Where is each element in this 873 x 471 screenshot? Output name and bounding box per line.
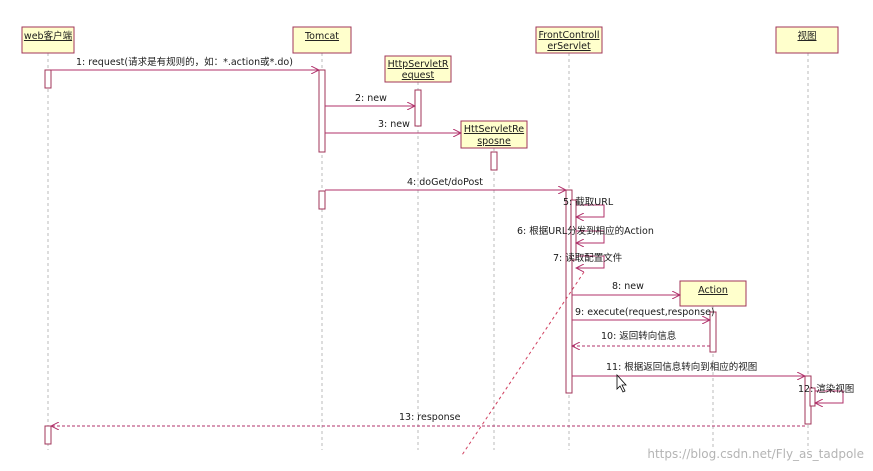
participant-fc-label-2: erServlet (547, 41, 591, 52)
participant-view: 视图 (775, 26, 839, 54)
diagonal-dashed-line (461, 271, 585, 456)
message-9-label: 9: execute(request,response) (575, 307, 715, 318)
participant-tomcat-label: Tomcat (304, 31, 339, 42)
activation-tomcat-2 (318, 190, 326, 210)
messages (51, 70, 844, 456)
activations (44, 69, 816, 445)
participant-action: Action (679, 280, 747, 307)
participant-response-label-1: HttServletRe (464, 124, 524, 135)
participant-response-label-2: sposne (477, 136, 511, 147)
participant-front-controller: FrontControll erServlet (535, 26, 603, 54)
participant-client-label: web客户端 (24, 30, 73, 42)
message-2-label: 2: new (355, 93, 387, 104)
message-labels: 1: request(请求是有规则的，如：*.action或*.do) 2: n… (76, 56, 854, 423)
lifelines (47, 53, 809, 450)
message-8-label: 8: new (612, 281, 644, 292)
participant-request-label-1: HttpServletR (388, 59, 449, 70)
message-3-label: 3: new (378, 119, 410, 130)
activation-action (709, 311, 717, 353)
participant-request-label-2: equest (402, 70, 435, 81)
participant-fc-label-1: FrontControll (538, 30, 599, 41)
message-4-label: 4: doGet/doPost (407, 177, 483, 188)
participant-action-label: Action (698, 285, 728, 296)
message-5-arrow (576, 204, 605, 217)
message-11-label: 11: 根据返回信息转向到相应的视图 (606, 361, 757, 373)
activation-client-1 (44, 69, 52, 89)
watermark: https://blog.csdn.net/Fly_as_tadpole (647, 447, 864, 461)
message-13-label: 13: response (399, 412, 461, 423)
message-1-label: 1: request(请求是有规则的，如：*.action或*.do) (76, 56, 293, 68)
activation-tomcat-1 (318, 69, 326, 153)
participant-tomcat: Tomcat (292, 26, 352, 54)
message-10-label: 10: 返回转向信息 (601, 330, 676, 342)
message-12-arrow (815, 390, 844, 403)
participant-response: HttServletRe sposne (460, 120, 528, 149)
message-5-label: 5: 截取URL (563, 196, 614, 208)
message-7-label: 7: 读取配置文件 (553, 252, 623, 264)
activation-view-nested (809, 387, 816, 407)
activation-fc (565, 189, 573, 394)
participant-view-label: 视图 (797, 30, 816, 42)
message-6-arrow (576, 230, 605, 243)
participants: web客户端 Tomcat HttpServletR equest HttSer… (21, 26, 839, 307)
message-7-arrow (576, 255, 605, 268)
message-12-label: 12: 渲染视图 (798, 383, 854, 395)
activation-client-2 (44, 425, 52, 445)
participant-request: HttpServletR equest (384, 55, 452, 83)
activation-response (490, 151, 498, 171)
activation-request (414, 89, 422, 127)
participant-client: web客户端 (21, 26, 75, 54)
mouse-cursor-icon (616, 373, 627, 393)
activation-fc-nested (570, 199, 577, 261)
message-6-label: 6: 根据URL分发到相应的Action (517, 225, 654, 237)
